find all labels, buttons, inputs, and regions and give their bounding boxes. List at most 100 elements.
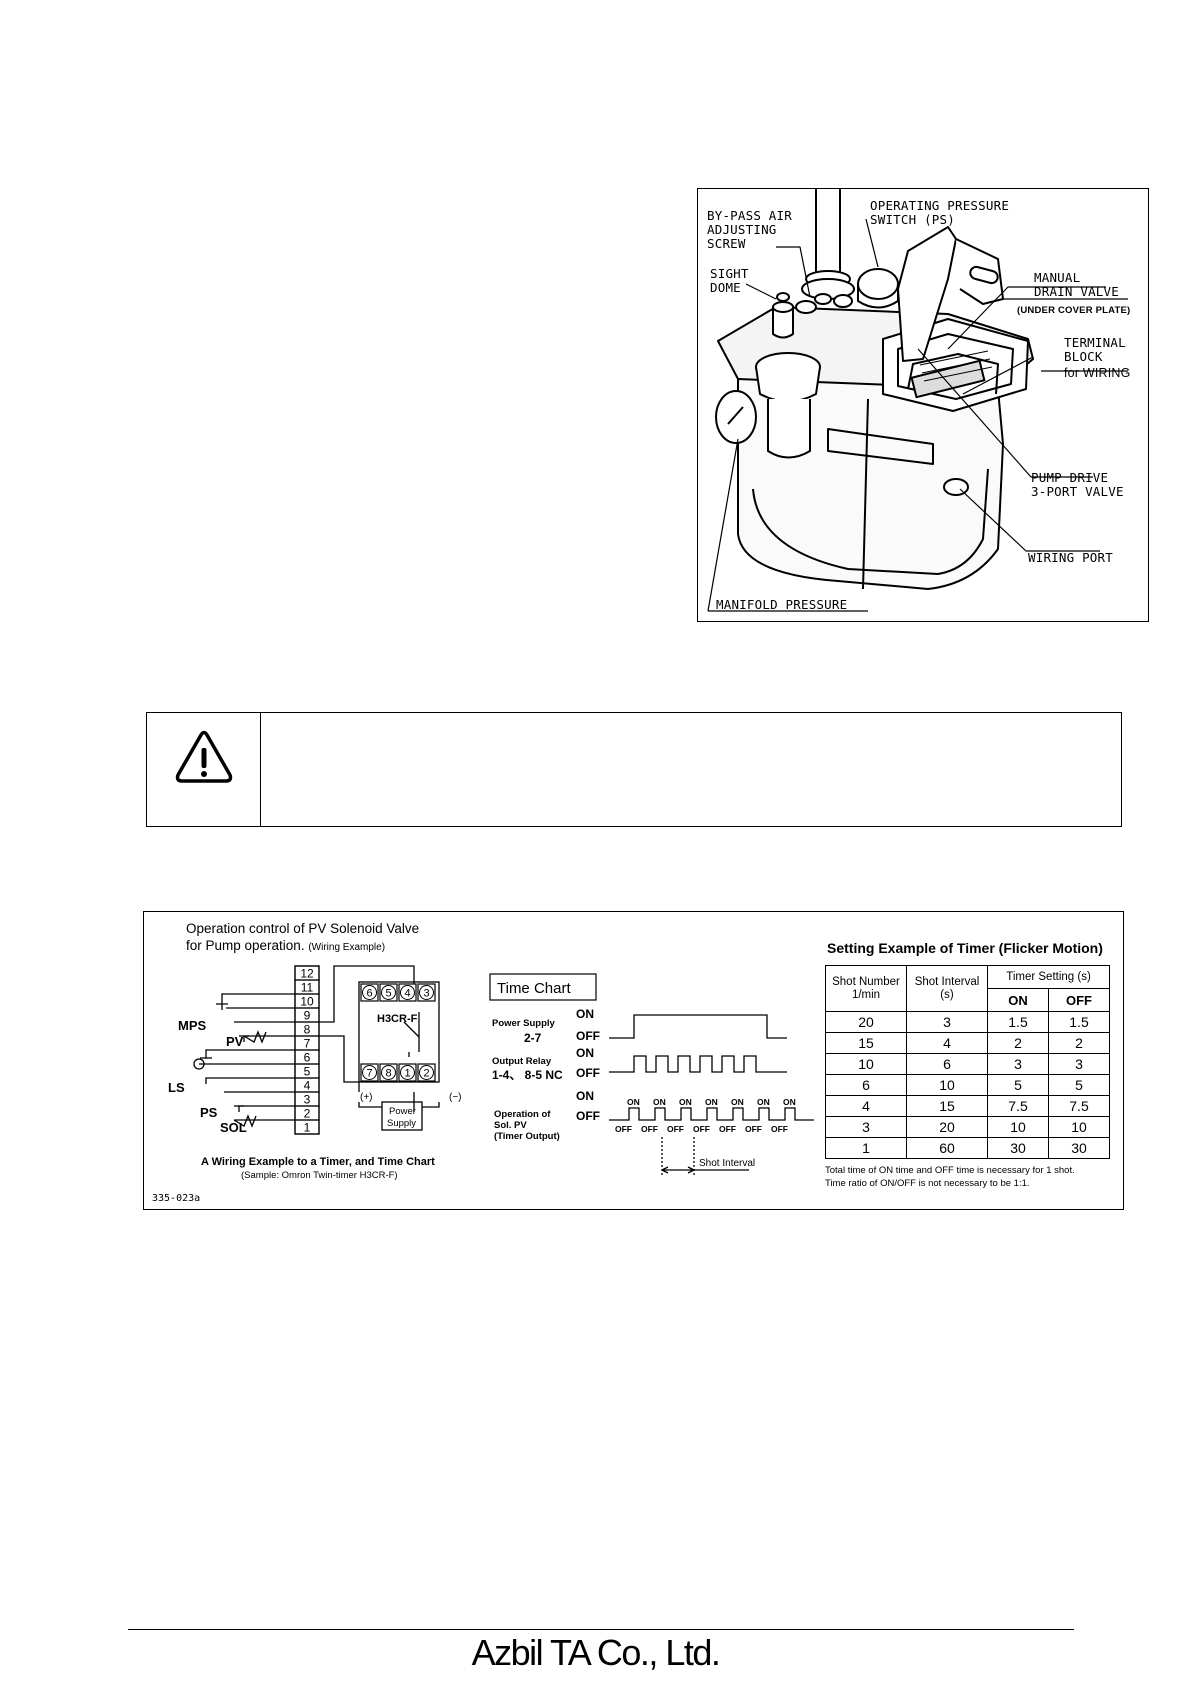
terminal-number: 8 — [304, 1023, 311, 1037]
wiring-caption-sub: (Sample: Omron Twin-timer H3CR-F) — [241, 1170, 398, 1181]
relay-pin-number: 8 — [385, 1068, 391, 1080]
ls-label: LS — [168, 1080, 185, 1095]
sol-pv-on-label: ON — [679, 1097, 692, 1107]
table-cell: 6 — [825, 1074, 907, 1096]
sol-pv-off-label: OFF — [641, 1124, 658, 1134]
sol-pv-on-label: ON — [783, 1097, 796, 1107]
terminal-number: 6 — [304, 1051, 311, 1065]
table-cell: 30 — [987, 1137, 1049, 1159]
relay-pin-circle — [381, 1065, 396, 1080]
header-off: OFF — [1048, 988, 1110, 1012]
table-cell: 4 — [906, 1032, 988, 1054]
relay-plus-label: (+) — [360, 1092, 373, 1103]
table-cell: 60 — [906, 1137, 988, 1159]
wiring-title: Operation control of PV Solenoid Valve f… — [186, 920, 419, 956]
caution-icon-cell — [147, 713, 261, 826]
table-cell: 3 — [825, 1116, 907, 1138]
table-cell: 2 — [987, 1032, 1049, 1054]
sol-pv-off-label: OFF — [771, 1124, 788, 1134]
wiring-port-label: WIRING PORT — [1028, 550, 1113, 565]
timer-notes: Total time of ON time and OFF time is ne… — [825, 1164, 1075, 1190]
table-cell: 5 — [1048, 1074, 1110, 1096]
terminal-number: 7 — [304, 1037, 311, 1051]
time-chart-title: Time Chart — [497, 980, 571, 997]
power-supply-label-1: Power — [389, 1106, 416, 1117]
relay-pin-box — [379, 1063, 398, 1082]
table-cell: 30 — [1048, 1137, 1110, 1159]
terminal-number: 2 — [304, 1107, 311, 1121]
sol-pv-off-label: OFF — [667, 1124, 684, 1134]
table-cell: 10 — [825, 1053, 907, 1075]
relay-pin-number: 5 — [385, 988, 391, 1000]
time-chart: Time Chart Power Supply 2-7 Output Relay… — [489, 973, 814, 1177]
terminal-block-label: TERMINAL BLOCK — [1064, 335, 1126, 364]
table-cell: 7.5 — [1048, 1095, 1110, 1117]
table-cell: 15 — [825, 1032, 907, 1054]
sol-label: SOL — [220, 1120, 247, 1135]
terminal-number: 10 — [300, 995, 314, 1009]
relay-pin-box — [398, 983, 417, 1002]
table-cell: 20 — [906, 1116, 988, 1138]
terminal-number: 12 — [300, 967, 314, 981]
table-cell: 10 — [906, 1074, 988, 1096]
on-level-label: ON — [576, 1046, 594, 1060]
sol-pv-on-label: ON — [731, 1097, 744, 1107]
table-cell: 10 — [1048, 1116, 1110, 1138]
sol-pv-on-label: ON — [653, 1097, 666, 1107]
power-supply-row-label: Power Supply — [492, 1018, 556, 1029]
terminal-number: 11 — [301, 981, 314, 995]
relay-pin-number: 2 — [423, 1068, 429, 1080]
output-relay-row-label: Output Relay — [492, 1056, 552, 1067]
warning-triangle-icon — [175, 730, 233, 783]
relay-pin-box — [417, 983, 436, 1002]
off-level-label: OFF — [576, 1066, 600, 1080]
mps-label: MPS — [178, 1018, 207, 1033]
pump-drawing — [707, 189, 1128, 612]
table-cell: 4 — [825, 1095, 907, 1117]
wiring-title-line2-text: for Pump operation. — [186, 938, 305, 953]
table-cell: 15 — [906, 1095, 988, 1117]
manual-drain-valve-label: MANUAL DRAIN VALVE — [1034, 270, 1119, 299]
footer-rule — [128, 1629, 1074, 1630]
manifold-pressure-label: MANIFOLD PRESSURE — [716, 597, 848, 612]
sol-pv-row-label-1: Operation of — [494, 1109, 551, 1120]
table-cell: 5 — [987, 1074, 1049, 1096]
timer-setting-table: Shot Number 1/min Shot Interval (s) Time… — [825, 965, 1110, 1159]
table-cell: 2 — [1048, 1032, 1110, 1054]
timer-note: Time ratio of ON/OFF is not necessary to… — [825, 1178, 1030, 1189]
figure-id: 335-023a — [152, 1193, 201, 1204]
on-level-label: ON — [576, 1089, 594, 1103]
relay-minus-label: (−) — [449, 1092, 462, 1103]
ps-label: PS — [200, 1105, 218, 1120]
wiring-timer-figure: Operation control of PV Solenoid Valve f… — [143, 911, 1124, 1210]
on-level-label: ON — [576, 1007, 594, 1021]
header-on: ON — [987, 988, 1049, 1012]
output-relay-row-sub: 1-4、 8-5 NC — [492, 1068, 563, 1082]
terminal-number: 3 — [304, 1093, 311, 1107]
wiring-title-sub: (Wiring Example) — [308, 942, 386, 953]
off-level-label: OFF — [576, 1109, 600, 1123]
table-cell: 1.5 — [1048, 1011, 1110, 1033]
table-cell: 3 — [1048, 1053, 1110, 1075]
pump-illustration: BY-PASS AIR ADJUSTING SCREW OPERATING PR… — [697, 188, 1149, 622]
pv-label: PV — [226, 1034, 244, 1049]
relay-pin-circle — [381, 985, 396, 1000]
for-wiring-label: for WIRING — [1064, 366, 1131, 380]
sol-pv-row-label-2: Sol. PV — [494, 1120, 527, 1131]
wiring-caption: A Wiring Example to a Timer, and Time Ch… — [201, 1156, 435, 1168]
relay-pin-box — [379, 983, 398, 1002]
power-supply-row-sub: 2-7 — [524, 1031, 542, 1045]
relay-pin-circle — [362, 1065, 377, 1080]
relay-pin-box — [417, 1063, 436, 1082]
table-cell: 6 — [906, 1053, 988, 1075]
relay-pin-box — [360, 983, 379, 1002]
caution-box — [146, 712, 1122, 827]
